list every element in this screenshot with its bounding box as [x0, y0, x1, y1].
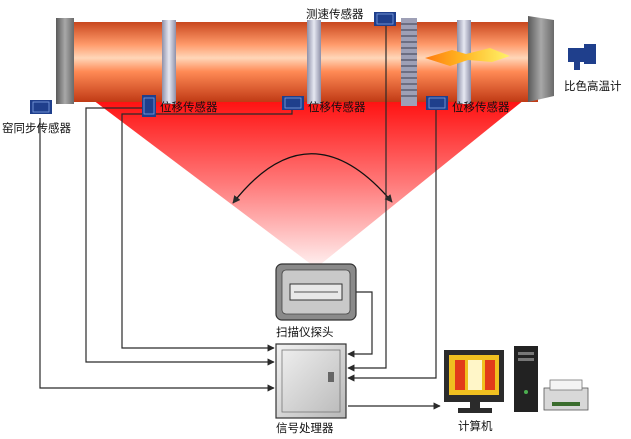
kiln-hood — [528, 16, 554, 102]
speed-sensor-icon — [374, 12, 396, 26]
wire-speed-sensor — [347, 24, 387, 372]
scanner-probe — [275, 263, 357, 321]
displacement-sensor-3-icon — [426, 96, 448, 110]
wire-displacement-2 — [121, 108, 293, 352]
rotary-kiln — [56, 16, 554, 106]
displacement-sensor-3-label: 位移传感器 — [452, 100, 510, 114]
wire-probe-to-processor — [347, 291, 373, 358]
signal-processor-label: 信号处理器 — [276, 421, 334, 435]
scanner-probe-label: 扫描仪探头 — [276, 325, 334, 339]
signal-wires — [39, 24, 441, 410]
displacement-sensor-2-icon — [282, 96, 304, 110]
scan-fan — [93, 100, 524, 268]
pc-tower — [514, 346, 538, 412]
kiln-left-end-cap — [56, 18, 74, 104]
flame — [425, 48, 510, 66]
displacement-sensor-2-label: 位移传感器 — [308, 100, 366, 114]
displacement-sensor-1-icon — [142, 95, 156, 117]
kiln-sync-sensor-label: 窑同步传感器 — [2, 121, 71, 135]
printer — [543, 379, 589, 411]
kiln-tire-ring-3 — [457, 20, 471, 104]
wire-displacement-1 — [85, 107, 275, 366]
kiln-tire-ring-1 — [162, 20, 176, 104]
wire-displacement-3 — [347, 108, 437, 382]
displacement-sensor-1-label: 位移传感器 — [160, 100, 218, 114]
computer-label: 计算机 — [458, 419, 493, 433]
gear-teeth — [401, 23, 417, 97]
pyrometer-label: 比色高温计 — [564, 79, 622, 93]
scan-angle-arc — [232, 153, 393, 204]
computer-set — [444, 346, 589, 413]
speed-sensor-label: 测速传感器 — [306, 7, 364, 21]
kiln-tire-ring-2 — [307, 20, 321, 104]
kiln-sync-sensor-icon — [30, 100, 52, 114]
pyrometer-icon — [568, 44, 596, 70]
signal-processor — [275, 343, 347, 419]
kiln-girth-gear — [401, 18, 417, 106]
wire-kiln-sync — [39, 118, 275, 392]
